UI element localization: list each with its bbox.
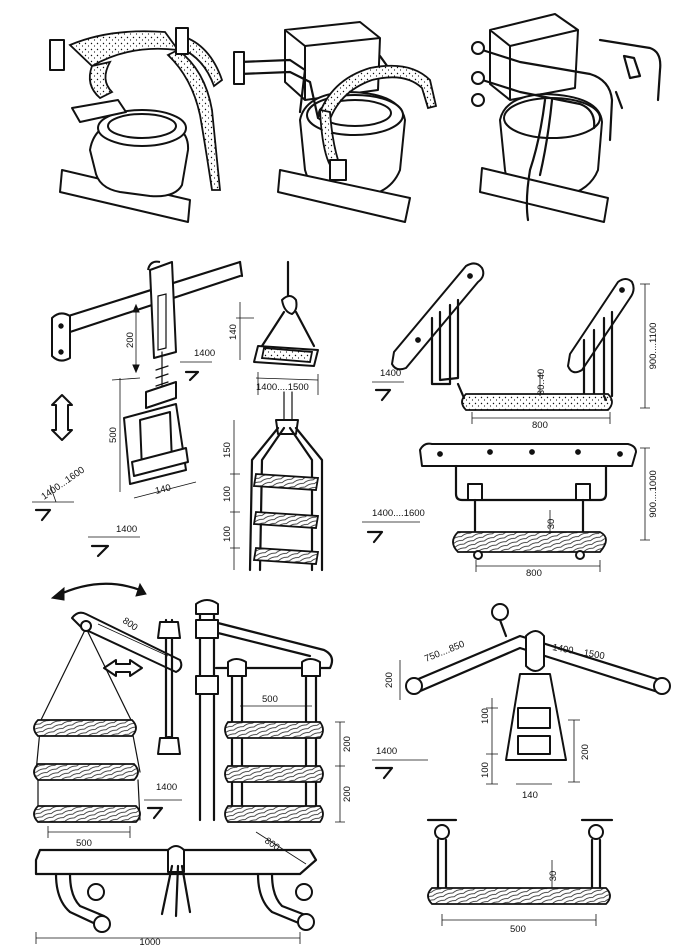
dim-label: 100 [222,526,233,542]
wall-bracket [49,27,189,71]
bed-side-rail [34,831,318,944]
dim-label: 1400....1500 [551,642,605,662]
side-rail [233,51,392,120]
dim-label: 500 [108,427,119,443]
dim-label: 30..40 [536,369,547,395]
dim-label: 1400...1600 [39,465,86,503]
dim-label: 1400 [194,348,215,359]
dim-label: 800 [532,420,548,431]
dim-label: 1000 [139,937,160,948]
toilet-with-strap-belt [49,27,224,223]
overhead-pull-handle [32,260,244,558]
toilet-with-side-rail-and-strap [233,21,438,223]
dim-label: 1400....1600 [372,508,425,519]
dim-label: 900....1100 [648,323,659,370]
dim-label: 500 [262,694,278,705]
strap-belt [68,30,224,191]
dim-label: 1400 [116,524,137,535]
bench-grab-bar [362,442,650,572]
wall-grab-bar-assembly [372,262,650,424]
dim-label: 30 [546,519,557,530]
dim-label: 1400 [376,746,397,757]
dim-label: 1400 [380,368,401,379]
dim-label: 200 [384,672,395,688]
grab-rails [471,38,662,142]
toilet-with-grab-rails [471,13,662,223]
pillar-rail-rope-ladder [195,599,345,823]
toilet-bowl [59,99,191,223]
dim-label: 100 [480,708,491,724]
dim-label: 800 [526,568,542,579]
ceiling-trapeze-bar [426,818,614,926]
trapeze-and-rope-ladder [230,260,324,572]
dim-label: 140 [228,324,239,340]
dim-label: 200 [342,786,353,802]
t-bar-hanging-handle [372,603,671,785]
dim-label: 900....1000 [648,470,659,518]
dim-label: 140 [154,482,172,497]
dim-label: 500 [76,838,92,849]
swing-arm-triangle-ladder [33,582,183,838]
dim-label: 100 [222,486,233,502]
dim-label: 30 [548,871,559,882]
dim-label: 500 [510,924,526,935]
dim-label: 200 [580,744,591,760]
dim-label: 1400 [156,782,177,793]
dim-label: 140 [522,790,538,801]
dim-label: 800 [120,615,139,633]
dimension-lines [32,303,212,558]
dim-label: 200 [125,332,136,348]
dim-label: 100 [480,762,491,778]
dim-label: 1400....1500 [256,382,309,393]
dim-label: 150 [222,442,233,458]
dim-label: 200 [342,736,353,752]
